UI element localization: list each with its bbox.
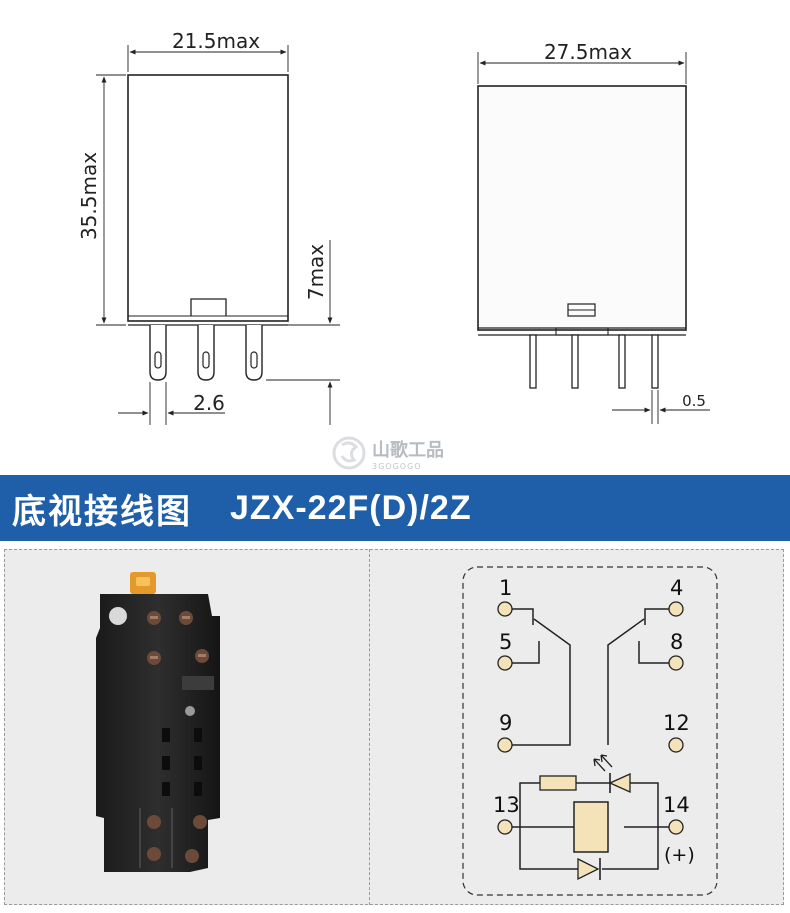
terminal-14	[668, 819, 684, 835]
terminal-9	[497, 737, 513, 753]
terminal-5	[497, 655, 513, 671]
terminal-12	[668, 737, 684, 753]
side-view	[477, 52, 710, 424]
pin-label-4: 4	[670, 576, 683, 600]
terminal-8	[668, 655, 684, 671]
pin-label-9: 9	[499, 711, 512, 735]
width-top-label: 21.5max	[172, 29, 260, 53]
terminal-1	[497, 601, 513, 617]
pin-label-13: 13	[493, 793, 520, 817]
pin-pitch-label: 2.6	[193, 391, 225, 415]
pin-label-8: 8	[670, 630, 683, 654]
panel-divider	[369, 549, 370, 905]
wiring-diagram: 1 4 5 8 9 12 13 14 (+)	[462, 566, 718, 896]
pin-label-14: 14	[663, 793, 690, 817]
width-side-label: 27.5max	[544, 40, 632, 64]
model-number: JZX-22F(D)/2Z	[230, 488, 472, 527]
front-view	[96, 45, 340, 425]
brand-en: 3GOGOGO	[372, 462, 422, 471]
title-bar: 底视接线图 JZX-22F(D)/2Z	[0, 475, 790, 541]
pin-label-5: 5	[499, 630, 512, 654]
brand-logo-icon	[332, 436, 366, 470]
title-cn: 底视接线图	[12, 491, 192, 532]
relay-socket-photo-icon	[96, 572, 220, 872]
pin-label-12: 12	[663, 711, 690, 735]
height-label: 35.5max	[77, 152, 101, 240]
dimension-drawings: 21.5max 35.5max 7max 2.6 27.5max 0.5	[77, 29, 710, 425]
brand-watermark: 山歌工品 3GOGOGO	[332, 436, 444, 471]
polarity-label: (+)	[664, 844, 695, 866]
brand-cn: 山歌工品	[372, 439, 444, 461]
terminal-4	[668, 601, 684, 617]
pin-length-label: 7max	[304, 244, 328, 300]
pin-thickness-label: 0.5	[682, 392, 706, 410]
pin-label-1: 1	[499, 576, 512, 600]
terminal-13	[497, 819, 513, 835]
